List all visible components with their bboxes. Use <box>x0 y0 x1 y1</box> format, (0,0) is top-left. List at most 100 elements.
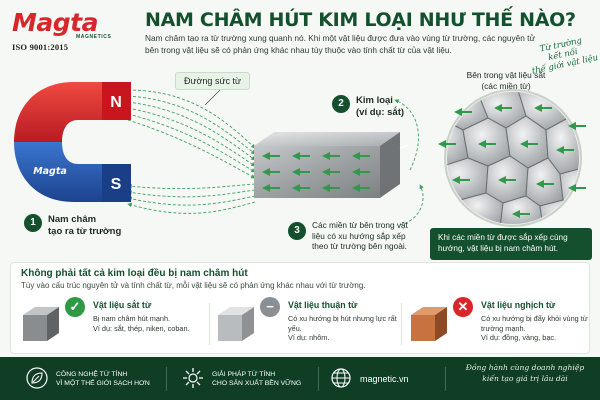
zoom-label-line: (các miền từ) <box>481 80 531 91</box>
website-link[interactable]: magnetic.vn <box>360 374 409 384</box>
field-line <box>127 183 256 190</box>
magnetic-field-lines <box>127 84 424 226</box>
field-line <box>127 101 256 161</box>
logo-subtitle: MAGNETICS <box>76 34 112 40</box>
footer-slogan: Đồng hành cùng doanh nghiệp kiến tạo giá… <box>455 363 595 384</box>
iron-block <box>254 132 408 198</box>
north-pole-label: N <box>110 94 122 111</box>
footer-text-line: CHO SẢN XUẤT BỀN VỮNG <box>212 380 302 387</box>
footer-slogan-line: Đồng hành cùng doanh nghiệp <box>465 363 585 372</box>
domain-arrow <box>452 176 470 184</box>
footer-separator <box>166 367 167 391</box>
material-desc-line: Có xu hướng bị hút nhưng lực rất yếu. <box>288 314 397 333</box>
footer-slogan-line: kiến tạo giá trị lâu dài <box>482 373 568 383</box>
leaf-icon <box>26 367 48 389</box>
footer-text: GIẢI PHÁP TỪ TÍNH CHO SẢN XUẤT BỀN VỮNG <box>212 370 301 388</box>
footer-text: CÔNG NGHỆ TỪ TÍNH VÌ MỘT THẾ GIỚI SẠCH H… <box>56 370 150 388</box>
magnet-brand-label: Magta <box>33 166 67 177</box>
south-pole-label: S <box>111 176 122 193</box>
material-cube <box>411 307 447 341</box>
material-title: Vật liệu nghịch từ <box>481 300 556 310</box>
divider <box>209 303 210 345</box>
domain-arrow <box>438 140 456 148</box>
domain-grains <box>447 92 579 224</box>
callout-metal: Kim loại (ví dụ: sắt) <box>356 95 404 119</box>
materials-subtitle: Tùy vào cấu trúc nguyên tử và tính chất … <box>21 281 366 290</box>
callout-number: 3 <box>288 222 306 240</box>
material-example: Ví dụ: đồng, vàng, bạc. <box>481 333 557 342</box>
field-line <box>127 89 256 149</box>
domain-arrow <box>322 184 340 192</box>
domain-arrow <box>478 140 496 148</box>
material-paramagnetic: − Vật liệu thuận từ Có xu hướng bị hút n… <box>216 297 406 349</box>
footer-separator <box>318 367 319 391</box>
field-line <box>399 184 424 226</box>
domain-arrow <box>568 184 586 192</box>
divider <box>401 303 402 345</box>
check-icon: ✓ <box>65 297 85 317</box>
field-line <box>127 95 256 155</box>
material-diamagnetic: ✕ Vật liệu nghịch từ Có xu hướng bị đẩy … <box>409 297 599 349</box>
footer-separator <box>445 367 446 391</box>
domain-arrow <box>322 168 340 176</box>
cube-side <box>47 307 59 341</box>
magnet-south-pole <box>102 164 131 202</box>
field-lines-label: Đường sức từ <box>175 72 250 90</box>
domain-arrow <box>534 104 552 112</box>
page-title: NAM CHÂM HÚT KIM LOẠI NHƯ THẾ NÀO? <box>145 9 576 31</box>
field-line-group <box>127 89 424 226</box>
callout-number: 1 <box>24 214 42 232</box>
logo-wordmark: Magta <box>12 8 98 37</box>
globe-icon <box>331 368 351 388</box>
iso-certification: ISO 9001:2015 <box>12 42 69 52</box>
footer-text-line: GIẢI PHÁP TỪ TÍNH <box>212 371 276 378</box>
cube-front <box>23 315 47 341</box>
material-ferromagnetic: ✓ Vật liệu sắt từ Bị nam châm hút mạnh. … <box>21 297 211 349</box>
zoom-label: Bên trong vật liệu sắt (các miền từ) <box>446 70 566 91</box>
magnet-north-arm <box>14 82 131 142</box>
material-title: Vật liệu thuận từ <box>288 300 358 310</box>
domain-arrow <box>494 104 512 112</box>
domain-arrow <box>536 180 554 188</box>
material-desc-line: Có xu hướng bị đẩy khỏi vùng từ trường m… <box>481 314 588 333</box>
cube-side <box>435 307 447 341</box>
footer-text-line: CÔNG NGHỆ TỪ TÍNH <box>56 371 128 378</box>
domain-arrow <box>498 176 516 184</box>
block-side-face <box>380 132 400 198</box>
domain-arrow <box>322 152 340 160</box>
materials-title: Không phải tất cả kim loại đều bị nam ch… <box>21 268 248 279</box>
zoom-pointer-line <box>399 144 408 149</box>
material-example: Ví dụ: nhôm. <box>288 333 330 342</box>
callout-metal-title: Kim loại <box>356 95 393 106</box>
field-line <box>127 195 256 206</box>
material-desc-line: Bị nam châm hút mạnh. <box>93 314 171 323</box>
magnet-north-pole <box>102 82 131 120</box>
zoom-label-line: Bên trong vật liệu sắt <box>466 70 546 80</box>
intro-text: Nam châm tạo ra từ trường xung quanh nó.… <box>145 33 536 55</box>
domain-arrow <box>292 152 310 160</box>
domain-arrow <box>352 168 370 176</box>
domain-arrow <box>556 146 574 154</box>
domain-arrow <box>568 122 586 130</box>
zoom-caption: Khi các miền từ được sắp xếp cùng hướng,… <box>430 228 592 260</box>
field-line <box>127 119 256 179</box>
material-cube <box>23 307 59 341</box>
material-desc: Bị nam châm hút mạnh. Ví dụ: sắt, thép, … <box>93 314 211 333</box>
domain-arrow <box>512 210 530 218</box>
field-line <box>127 201 256 214</box>
magnet-south-arm <box>14 142 131 202</box>
material-title: Vật liệu sắt từ <box>93 300 152 310</box>
callout-domains-text: Các miền từ bên trong vật liệu có xu hướ… <box>312 220 408 251</box>
material-example: Ví dụ: sắt, thép, niken, coban. <box>93 323 190 333</box>
minus-icon: − <box>260 297 280 317</box>
footer-text-line: VÌ MỘT THẾ GIỚI SẠCH HƠN <box>56 380 150 387</box>
field-line <box>127 189 256 198</box>
callout-number: 2 <box>332 95 350 113</box>
brand-logo: Magta MAGNETICS ISO 9001:2015 <box>12 10 117 54</box>
domain-arrow <box>292 168 310 176</box>
magnetic-domains-zoom <box>438 89 586 227</box>
field-line <box>127 113 256 173</box>
callout-magnet: Nam châm tạo ra từ trường <box>48 214 121 238</box>
callout-magnet-subtitle: tạo ra từ trường <box>48 226 122 237</box>
footer: CÔNG NGHỆ TỪ TÍNH VÌ MỘT THẾ GIỚI SẠCH H… <box>0 357 600 400</box>
